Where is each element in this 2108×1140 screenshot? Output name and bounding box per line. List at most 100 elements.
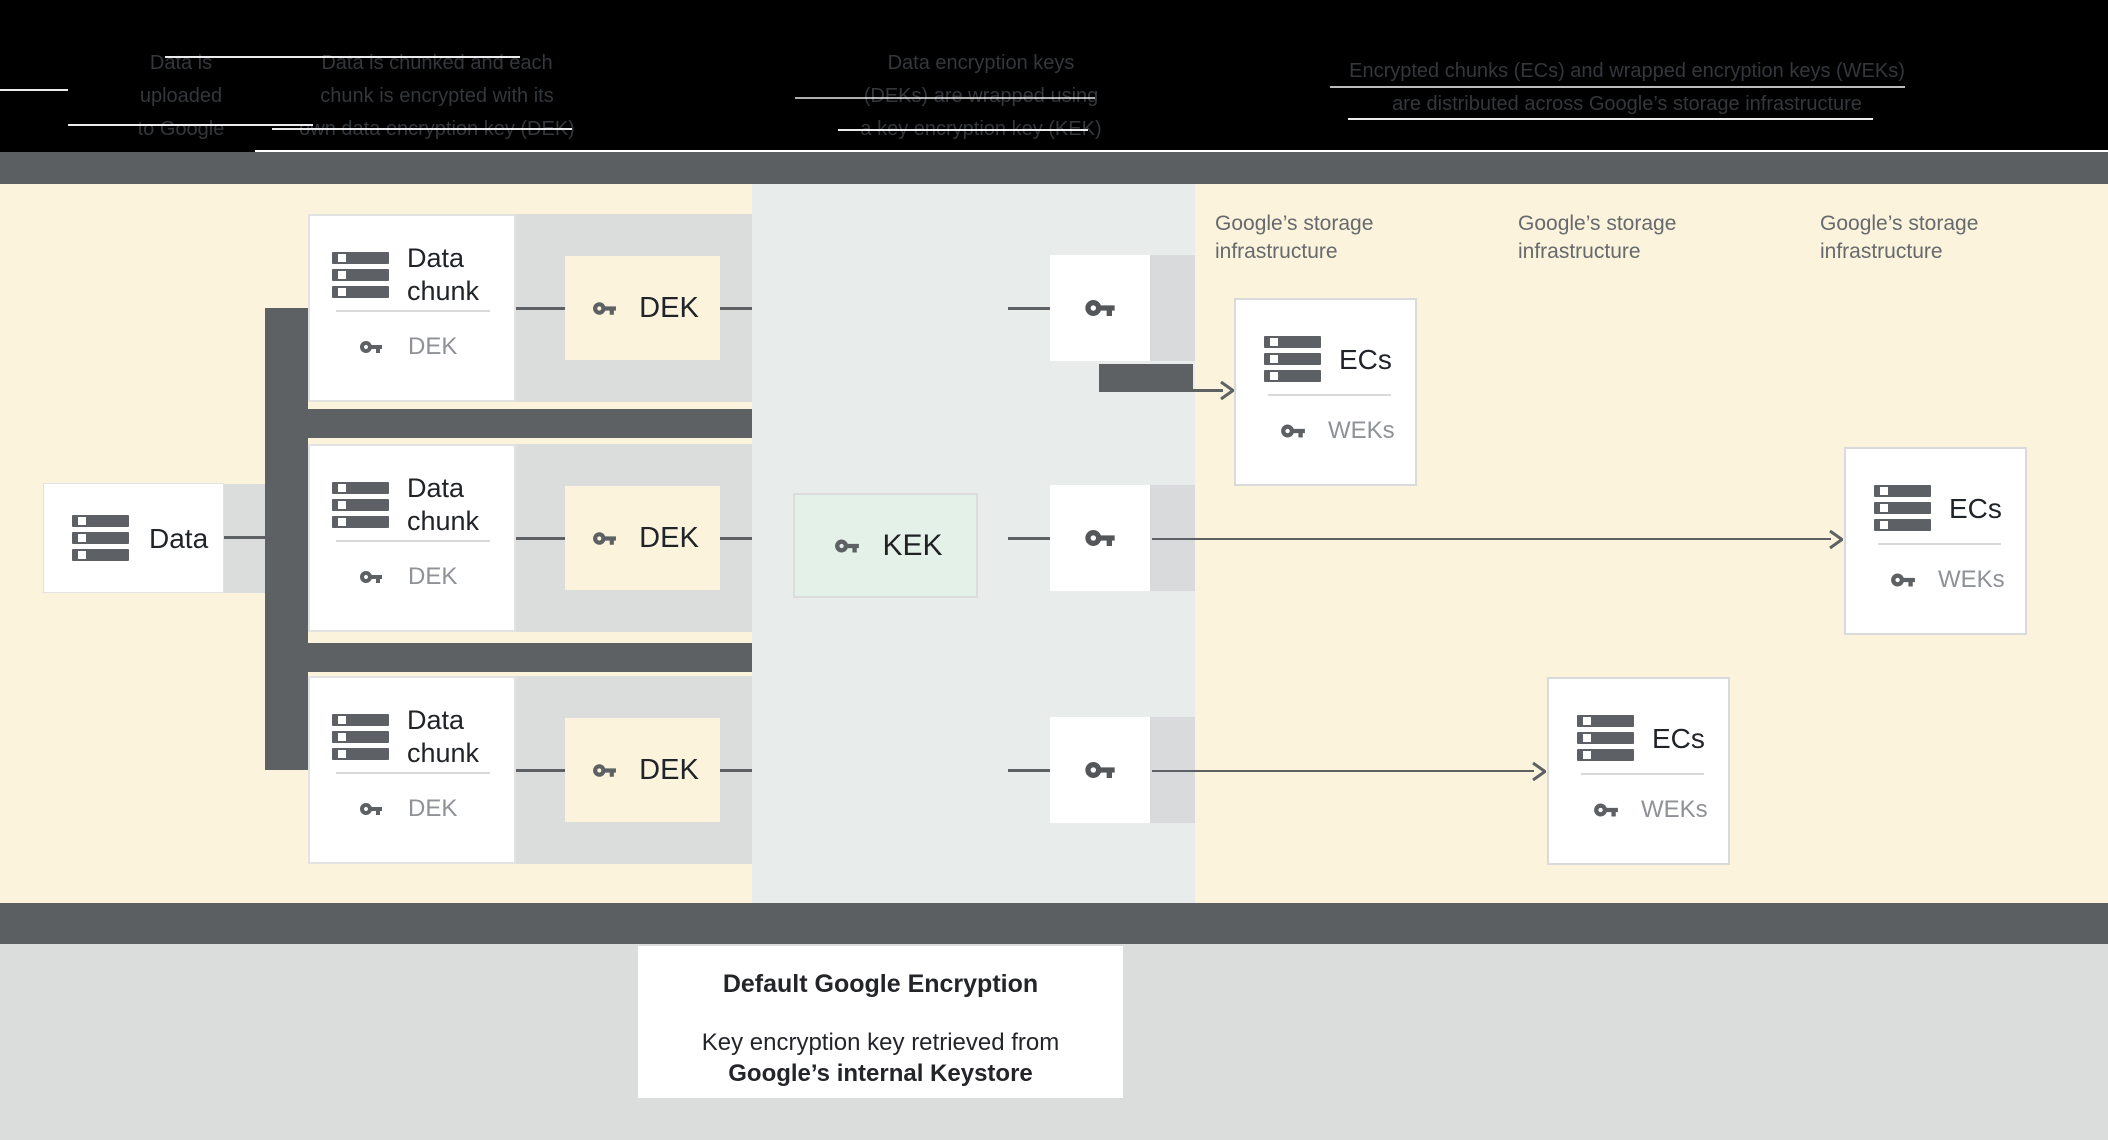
key-icon: [1076, 292, 1124, 324]
chunk-dek-label: DEK: [408, 563, 458, 590]
connector-data-trunk: [224, 536, 265, 539]
divider: [1878, 543, 2001, 545]
arrowhead-icon: [1532, 762, 1546, 781]
divider: [336, 540, 490, 542]
storage-icon: [72, 515, 129, 561]
connector-kek-row: [1008, 769, 1050, 772]
key-icon: [1884, 567, 1922, 593]
wrapping-key-box: [1050, 485, 1150, 591]
storage-infrastructure-header: Google’s storage infrastructure: [1820, 212, 1979, 263]
caption-line: chunk is encrypted with its: [320, 85, 554, 107]
connector-dek-out: [720, 307, 752, 310]
caption-line: Data is chunked and each: [321, 52, 553, 74]
artifact-line: [255, 150, 2108, 152]
connector-chunk-dek: [516, 769, 565, 772]
artifact-line: [838, 129, 1088, 131]
dek-label: DEK: [639, 291, 699, 324]
weks-label: WEKs: [1328, 417, 1395, 444]
arrow-line: [1152, 770, 1534, 772]
divider: [1268, 394, 1391, 396]
key-icon: [1587, 797, 1625, 823]
dek-box: DEK: [565, 718, 720, 822]
ecs-card: ECs WEKs: [1234, 298, 1417, 486]
caption-line: uploaded: [139, 85, 223, 107]
connector-dek-out: [720, 537, 752, 540]
connector-chunk-dek: [516, 537, 565, 540]
connector-kek-row: [1008, 537, 1050, 540]
caption-line: are distributed across Google’s storage …: [1392, 93, 1862, 115]
key-icon: [354, 335, 388, 359]
key-icon: [1076, 522, 1124, 554]
key-icon: [586, 758, 623, 783]
arrow-line: [1193, 389, 1223, 392]
kek-label: KEK: [882, 528, 943, 562]
dark-band-1: [265, 409, 752, 438]
arrow-line: [1152, 538, 1831, 540]
artifact-line: [272, 128, 572, 130]
artifact-line: [68, 124, 313, 126]
key-icon: [1076, 754, 1124, 786]
ecs-card: ECs WEKs: [1547, 677, 1730, 865]
artifact-line: [1348, 118, 1873, 120]
artifact-line: [165, 56, 520, 58]
top-caption-band: Data is uploaded to Google Data is chunk…: [0, 0, 2108, 152]
caption-step-upload: Data is uploaded to Google: [61, 47, 301, 146]
key-icon: [1274, 418, 1312, 444]
footer-subtitle-line2: Google’s internal Keystore: [728, 1060, 1033, 1087]
key-icon: [586, 526, 623, 551]
storage-infrastructure-header: Google’s storage infrastructure: [1215, 212, 1374, 263]
dek-label: DEK: [639, 753, 699, 786]
chunk-dek-label: DEK: [408, 333, 458, 360]
footer-subtitle-line1: Key encryption key retrieved from: [701, 1029, 1060, 1056]
key-icon: [354, 565, 388, 589]
divider: [336, 772, 490, 774]
storage-infrastructure-header: Google’s storage infrastructure: [1518, 212, 1677, 263]
connector-kek-row: [1008, 307, 1050, 310]
top-separator-bar: [0, 152, 2108, 184]
connector-dek-out: [720, 769, 752, 772]
artifact-line: [1330, 86, 1905, 88]
footer-caption-card: Default Google Encryption Key encryption…: [638, 946, 1123, 1098]
ecs-label: ECs: [1949, 492, 2002, 524]
caption-step-chunk: Data is chunked and each chunk is encryp…: [287, 47, 587, 146]
connector-chunk-dek: [516, 307, 565, 310]
storage-icon: [332, 714, 389, 760]
arrowhead-icon: [1220, 381, 1234, 400]
chunk-dek-label: DEK: [408, 795, 458, 822]
footer-title: Default Google Encryption: [722, 970, 1039, 998]
wrapped-key-thick-bar: [1099, 364, 1193, 392]
weks-label: WEKs: [1641, 796, 1708, 823]
caption-line: Data is: [149, 52, 213, 74]
data-box: Data: [43, 483, 224, 593]
storage-icon: [332, 482, 389, 528]
dark-band-2: [265, 643, 752, 672]
dek-label: DEK: [639, 521, 699, 554]
wrapping-key-box: [1050, 717, 1150, 823]
bottom-separator-bar: [0, 903, 2108, 944]
ecs-label: ECs: [1339, 343, 1392, 375]
wrapping-key-box: [1050, 255, 1150, 361]
caption-line: Encrypted chunks (ECs) and wrapped encry…: [1349, 60, 1905, 82]
artifact-line: [795, 97, 1095, 99]
caption-line: to Google: [137, 118, 225, 140]
divider: [1581, 773, 1704, 775]
dek-box: DEK: [565, 256, 720, 360]
storage-icon: [1874, 485, 1931, 531]
dek-box: DEK: [565, 486, 720, 590]
data-label: Data: [149, 522, 209, 554]
caption-step-distribute: Encrypted chunks (ECs) and wrapped encry…: [1317, 55, 1937, 121]
key-icon: [586, 296, 623, 321]
storage-icon: [332, 252, 389, 298]
ecs-label: ECs: [1652, 722, 1705, 754]
key-icon: [828, 533, 866, 559]
weks-label: WEKs: [1938, 566, 2005, 593]
arrowhead-icon: [1829, 530, 1843, 549]
key-icon: [354, 797, 388, 821]
